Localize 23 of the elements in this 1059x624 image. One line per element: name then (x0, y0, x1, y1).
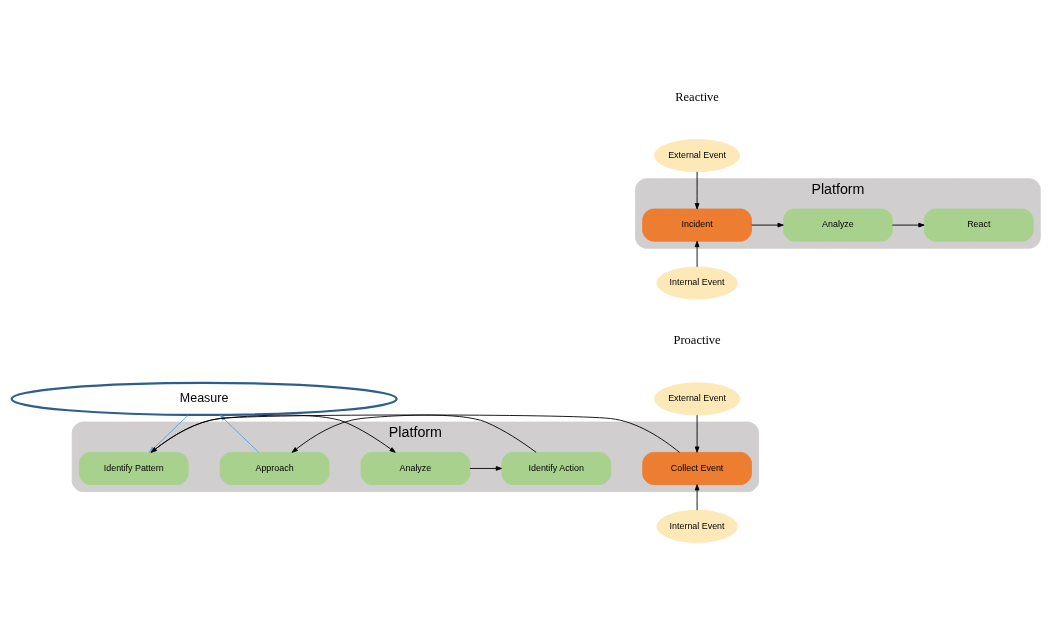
node-ellipse: External Event (653, 139, 741, 173)
label: Reactive (675, 89, 719, 104)
node-ellipse: Internal Event (656, 509, 738, 543)
arrow (291, 414, 537, 453)
arrow (694, 414, 700, 453)
arrow (694, 484, 700, 511)
arrow (891, 222, 925, 228)
node-box: Identify Pattern (78, 451, 189, 485)
node-ellipse: Internal Event (656, 266, 738, 300)
node-ellipse: Measure (10, 381, 398, 417)
node-box: Collect Event (642, 451, 752, 485)
node-box: Analyze (360, 451, 471, 485)
node-box: Identify Action (501, 451, 612, 485)
arrow (751, 222, 784, 228)
node-ellipse: External Event (653, 382, 741, 416)
arrow (694, 171, 700, 210)
label: Proactive (673, 333, 721, 348)
node-box: React (923, 208, 1034, 242)
node-box: Approach (219, 451, 330, 485)
node-box: Incident (642, 208, 752, 242)
arrow (694, 240, 700, 268)
node-box: Analyze (783, 208, 893, 242)
arrow (469, 466, 503, 471)
